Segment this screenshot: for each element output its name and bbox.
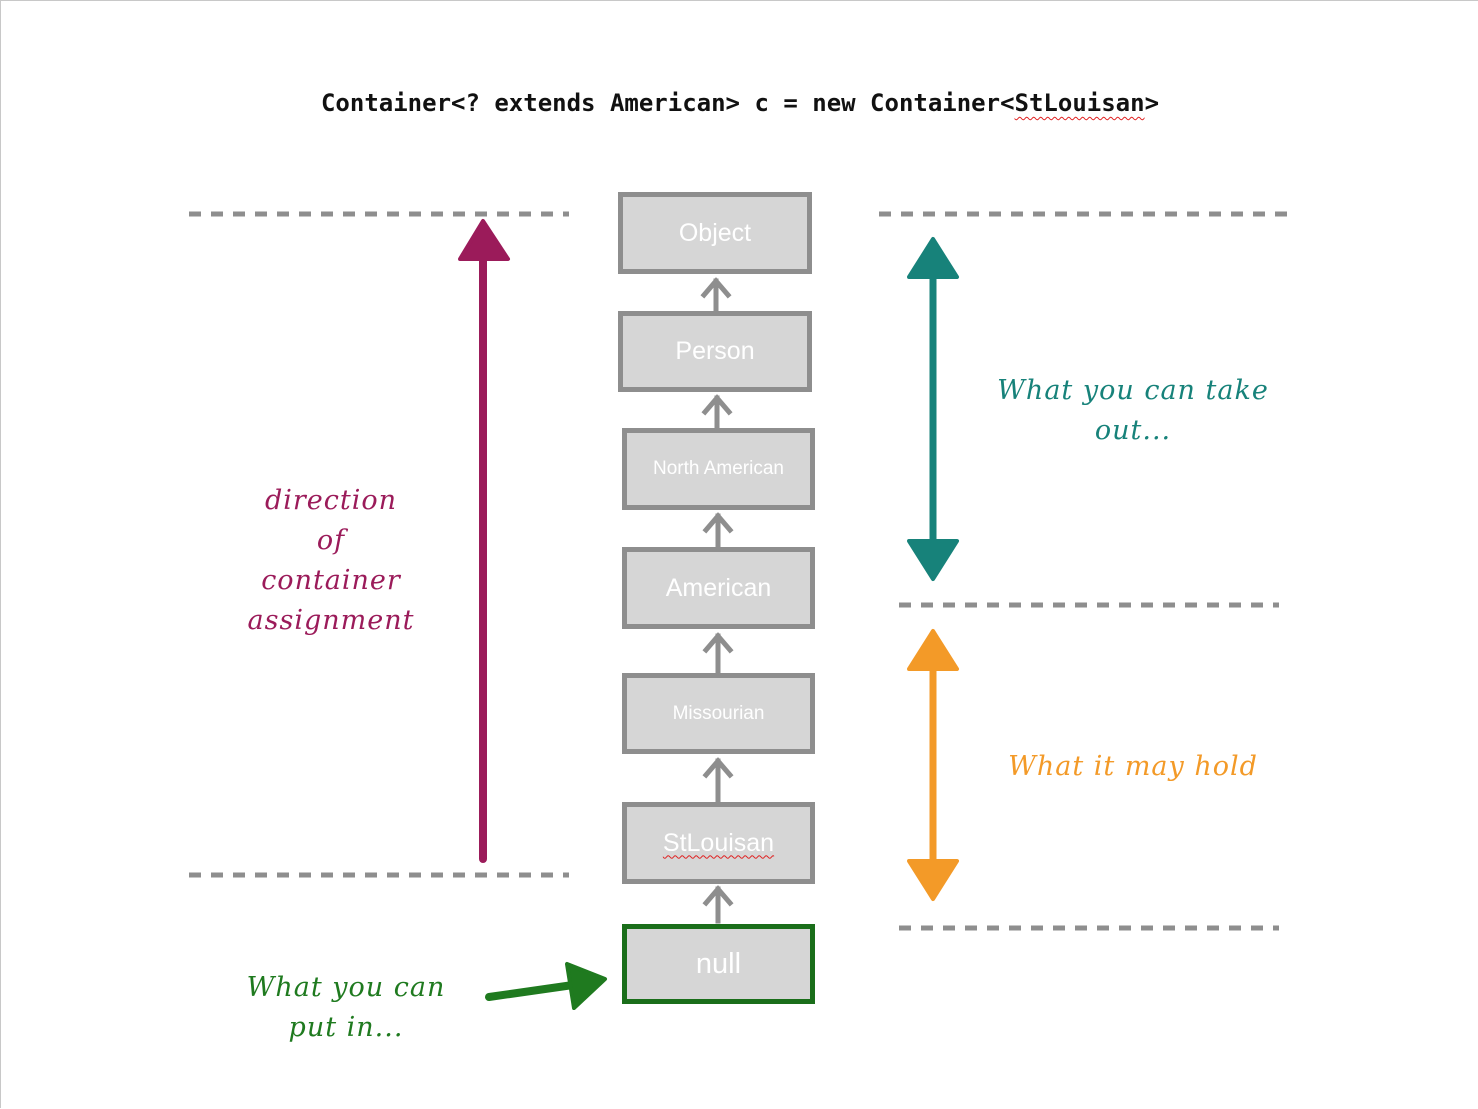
class-label: Missourian	[672, 702, 765, 724]
null-arrow-icon	[702, 885, 734, 924]
label-line: What it may hold	[1008, 751, 1258, 782]
class-label: null	[695, 947, 742, 980]
inheritance-arrow-icon	[701, 394, 733, 431]
class-box-person: Person	[618, 311, 812, 392]
label-line: assignment	[247, 605, 415, 636]
class-box-stlouisan: StLouisan	[622, 802, 815, 884]
label-line: What you can take	[997, 375, 1269, 406]
class-box-north-american: North American	[622, 428, 815, 510]
class-box-missourian: Missourian	[622, 673, 815, 754]
label-line: out...	[1094, 415, 1172, 446]
double-headed-arrow-icon	[907, 237, 959, 581]
label-line: direction	[264, 485, 398, 516]
class-box-american: American	[622, 547, 815, 629]
code-title: Container<? extends American> c = new Co…	[1, 89, 1478, 117]
label-line: of	[316, 525, 346, 556]
label-line: put in...	[288, 1012, 404, 1043]
class-label: North American	[653, 458, 784, 479]
class-label: Object	[678, 218, 752, 247]
double-headed-arrow-icon	[907, 629, 959, 901]
inheritance-arrow-icon	[702, 512, 734, 550]
class-box-object: Object	[618, 192, 812, 274]
class-box-null: null	[622, 924, 815, 1004]
may-hold-label: What it may hold	[973, 747, 1293, 787]
inheritance-arrow-icon	[700, 277, 732, 314]
take-out-label: What you can take out...	[973, 371, 1293, 451]
code-title-suffix: >	[1144, 89, 1160, 117]
code-title-prefix: Container<? extends American> c = new Co…	[320, 89, 1015, 117]
assignment-direction-label: direction of container assignment	[206, 481, 456, 641]
class-label: American	[665, 573, 772, 602]
right-arrow-icon	[485, 962, 607, 1010]
class-label: Person	[675, 337, 755, 365]
code-title-generic-type: StLouisan	[1014, 89, 1145, 117]
label-line: What you can	[246, 972, 446, 1003]
put-in-label: What you can put in...	[206, 968, 486, 1048]
inheritance-arrow-icon	[702, 757, 734, 805]
up-arrow-icon	[458, 219, 510, 863]
label-line: container	[261, 565, 401, 596]
class-label: StLouisan	[662, 828, 775, 857]
inheritance-arrow-icon	[702, 632, 734, 676]
